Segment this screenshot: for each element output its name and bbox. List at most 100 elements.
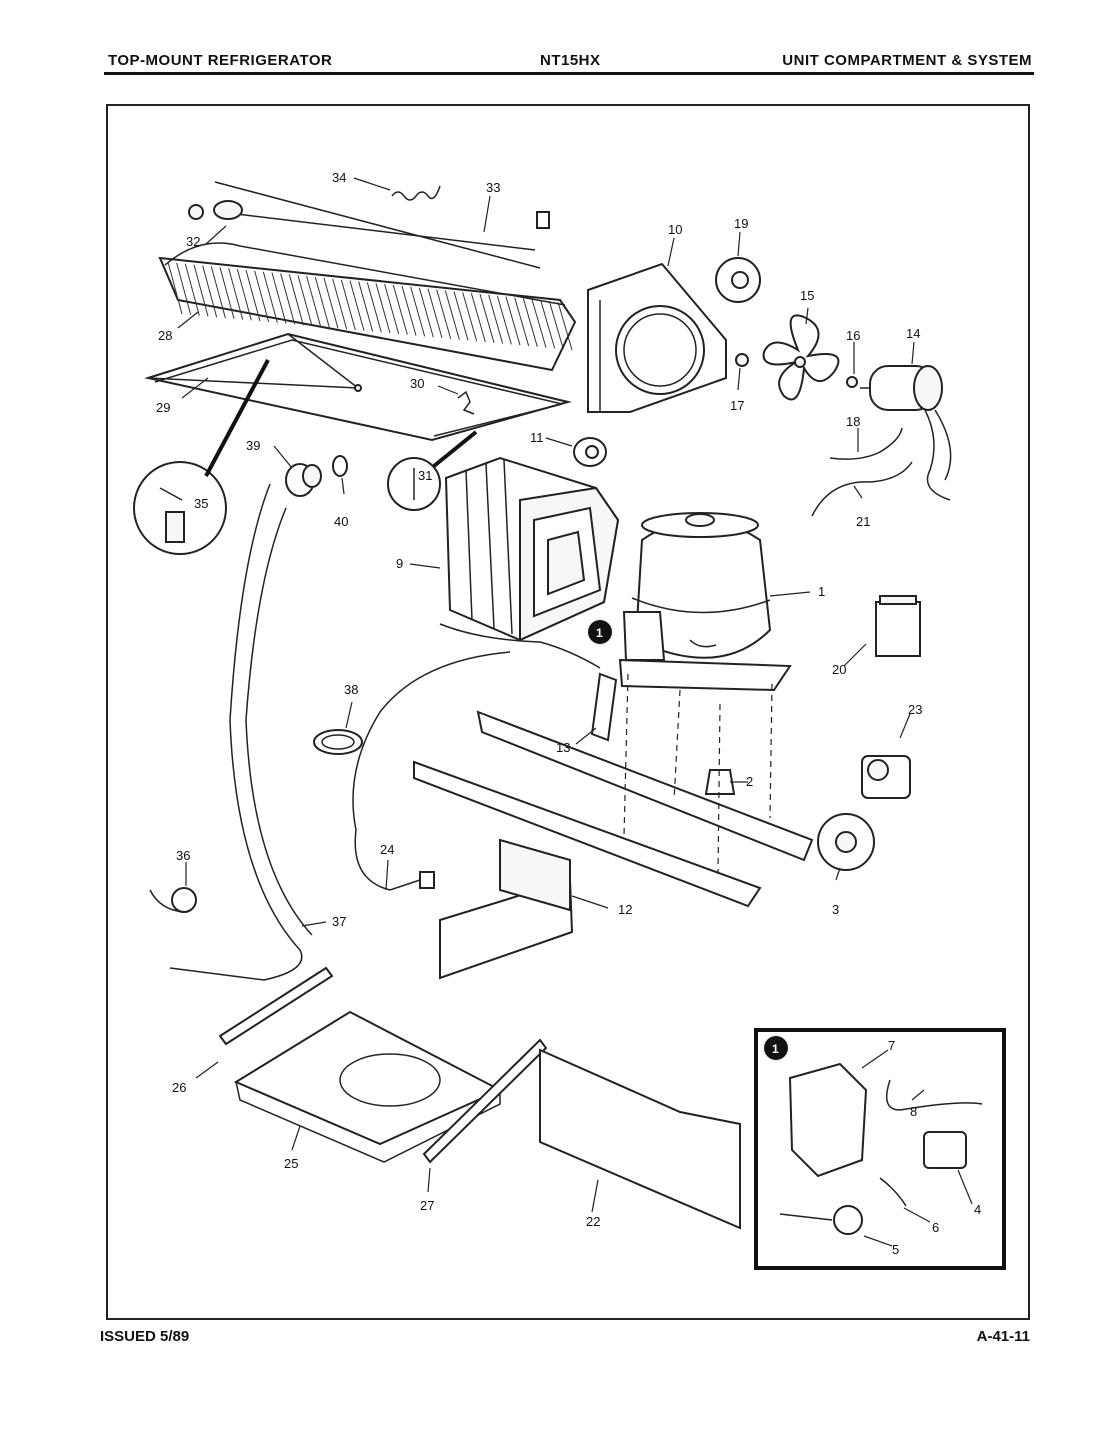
part-base-rails: [413, 710, 814, 980]
callout-6: 6: [932, 1220, 939, 1235]
condenser-fin: [297, 275, 313, 327]
condenser-fin: [453, 291, 469, 341]
condenser-fin: [167, 261, 183, 315]
callout-21: 21: [856, 514, 870, 529]
callout-16: 16: [846, 328, 860, 343]
callout-31: 31: [418, 468, 432, 483]
callout-34: 34: [332, 170, 346, 185]
part-drain-tube-37: [169, 483, 313, 981]
condenser-fin: [349, 280, 365, 331]
condenser-fin: [288, 274, 304, 326]
condenser-fin: [262, 271, 278, 323]
part-fan-blade: [762, 314, 840, 401]
condenser-fin: [496, 295, 512, 345]
detail-circle-35: [133, 359, 270, 555]
callout-5: 5: [892, 1242, 899, 1257]
callout-30: 30: [410, 376, 424, 391]
part-40: [332, 455, 348, 477]
condenser-fin: [548, 300, 564, 350]
condenser-fin: [358, 281, 374, 332]
condenser-fin: [210, 266, 226, 319]
callout-2: 2: [746, 774, 753, 789]
part-grommet-11: [573, 437, 607, 467]
part-condenser-coil: [158, 242, 577, 372]
callout-9: 9: [396, 556, 403, 571]
callout-12: 12: [618, 902, 632, 917]
callout-17: 17: [730, 398, 744, 413]
condenser-fin: [323, 277, 339, 329]
callout-13: 13: [556, 740, 570, 755]
part-rail-27: [422, 1038, 548, 1164]
part-panel-22: [539, 1048, 741, 1230]
callout-15: 15: [800, 288, 814, 303]
condenser-fin: [306, 276, 322, 327]
part-clip-30: [457, 390, 475, 415]
part-harness-18: [829, 427, 903, 460]
callout-28: 28: [158, 328, 172, 343]
condenser-fin: [540, 300, 556, 349]
leader-lines: [177, 177, 973, 1247]
condenser-fin: [375, 283, 391, 334]
inset-box-marker-label: 1: [772, 1042, 779, 1056]
inset-marker-icon: [588, 620, 612, 644]
condenser-fin: [332, 278, 348, 330]
diagram-frame: [106, 104, 1030, 1320]
header-rule: [104, 72, 1034, 75]
header-title: TOP-MOUNT REFRIGERATOR: [108, 52, 333, 69]
part-power-cord-24: [352, 651, 511, 891]
part-cord-21: [811, 461, 913, 517]
condenser-fin: [470, 292, 486, 343]
condenser-fin: [557, 301, 573, 351]
footer-page-code: A-41-11: [976, 1328, 1030, 1345]
inset-detail-box: [754, 1028, 1006, 1270]
callout-labels: 1 2 3 4 5 6 7 8 9 10 11 12 13 14 15 16 1…: [156, 170, 981, 1257]
callout-19: 19: [734, 216, 748, 231]
condenser-fin: [202, 265, 218, 318]
callout-18: 18: [846, 414, 860, 429]
callout-23: 23: [908, 702, 922, 717]
condenser-fin: [184, 263, 200, 316]
callout-8: 8: [910, 1104, 917, 1119]
callout-7: 7: [888, 1038, 895, 1053]
callout-14: 14: [906, 326, 920, 341]
condenser-fin: [340, 279, 356, 331]
part-compressor: [618, 512, 792, 692]
condenser-fin: [236, 268, 252, 321]
header-section: UNIT COMPARTMENT & SYSTEM: [782, 52, 1032, 69]
callout-11: 11: [530, 430, 544, 445]
callout-25: 25: [284, 1156, 298, 1171]
condenser-fin: [401, 285, 417, 336]
detail-circle-31: [387, 430, 478, 511]
footer-issued: ISSUED 5/89: [100, 1328, 190, 1345]
callout-1: 1: [818, 584, 825, 599]
part-drier-13: [590, 672, 618, 742]
condenser-fin: [314, 276, 330, 328]
mounting-guide-lines: [623, 673, 773, 873]
callout-35: 35: [194, 496, 208, 511]
part-fan-shroud: [587, 262, 727, 413]
condenser-fin: [479, 293, 495, 343]
callout-38: 38: [344, 682, 358, 697]
part-capacitor: [875, 595, 921, 657]
part-fan-motor: [860, 365, 952, 501]
condenser-fin: [436, 289, 452, 339]
part-drain-tube-rod: [188, 181, 550, 269]
part-wire-34: [391, 185, 441, 201]
callout-26: 26: [172, 1080, 186, 1095]
condenser-fin: [418, 287, 434, 338]
callout-4: 4: [974, 1202, 981, 1217]
callout-40: 40: [334, 514, 348, 529]
condenser-fin: [176, 262, 192, 315]
part-36: [149, 887, 197, 913]
part-grommet-39: [285, 463, 322, 497]
callout-3: 3: [832, 902, 839, 917]
condenser-fin: [531, 299, 547, 348]
callout-20: 20: [832, 662, 846, 677]
condenser-fin: [271, 272, 287, 324]
callout-27: 27: [420, 1198, 434, 1213]
condenser-fin: [505, 296, 521, 346]
condenser-fin: [410, 286, 426, 337]
callout-33: 33: [486, 180, 500, 195]
part-grommet-3: [817, 813, 875, 871]
